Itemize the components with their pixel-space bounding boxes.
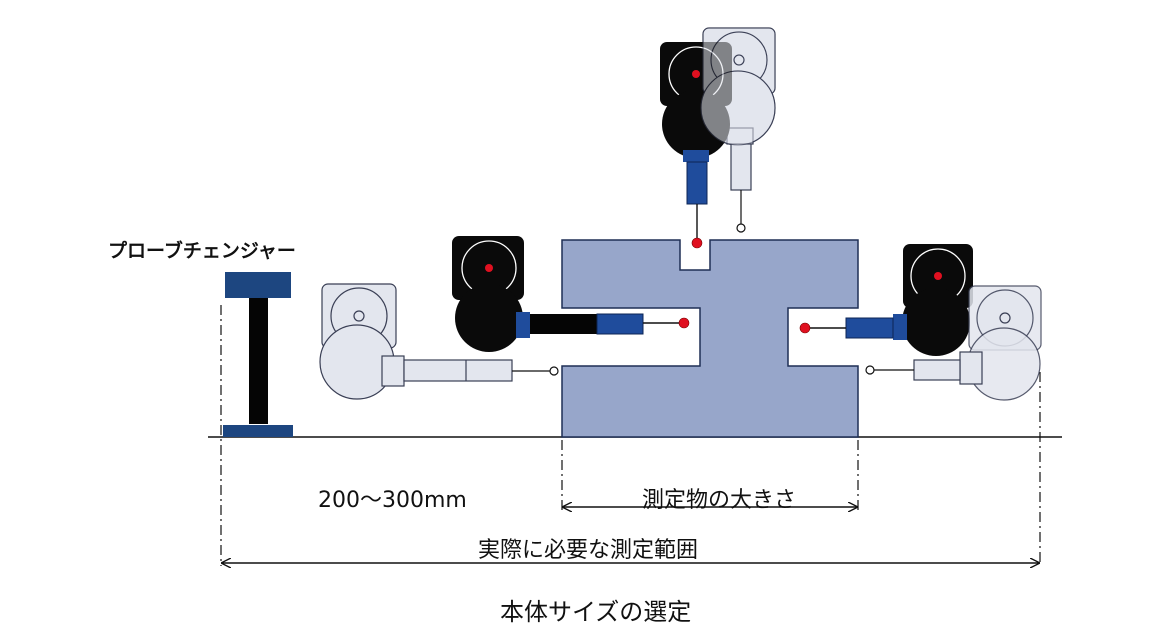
probe-changer-label: プローブチェンジャー [108,240,296,262]
workpiece [561,239,859,438]
probe-ghost-left [319,283,559,400]
probe-ghost-top-overlay [700,27,776,146]
changer-range-label: 200～300mm [318,488,467,513]
changer-top-plate [225,272,291,298]
measuring-range-label: 実際に必要な測定範囲 [478,538,699,563]
changer-base-plate [223,425,293,437]
changer-post [249,298,268,424]
object-size-label: 測定物の大きさ [642,488,797,513]
probe-ghost-right [865,285,1042,401]
probe-active-right [799,244,973,356]
probe-changer [223,272,293,437]
figure-caption: 本体サイズの選定 [500,598,692,626]
dimension-extension-lines [220,305,1041,566]
probe-active-left [452,236,690,352]
